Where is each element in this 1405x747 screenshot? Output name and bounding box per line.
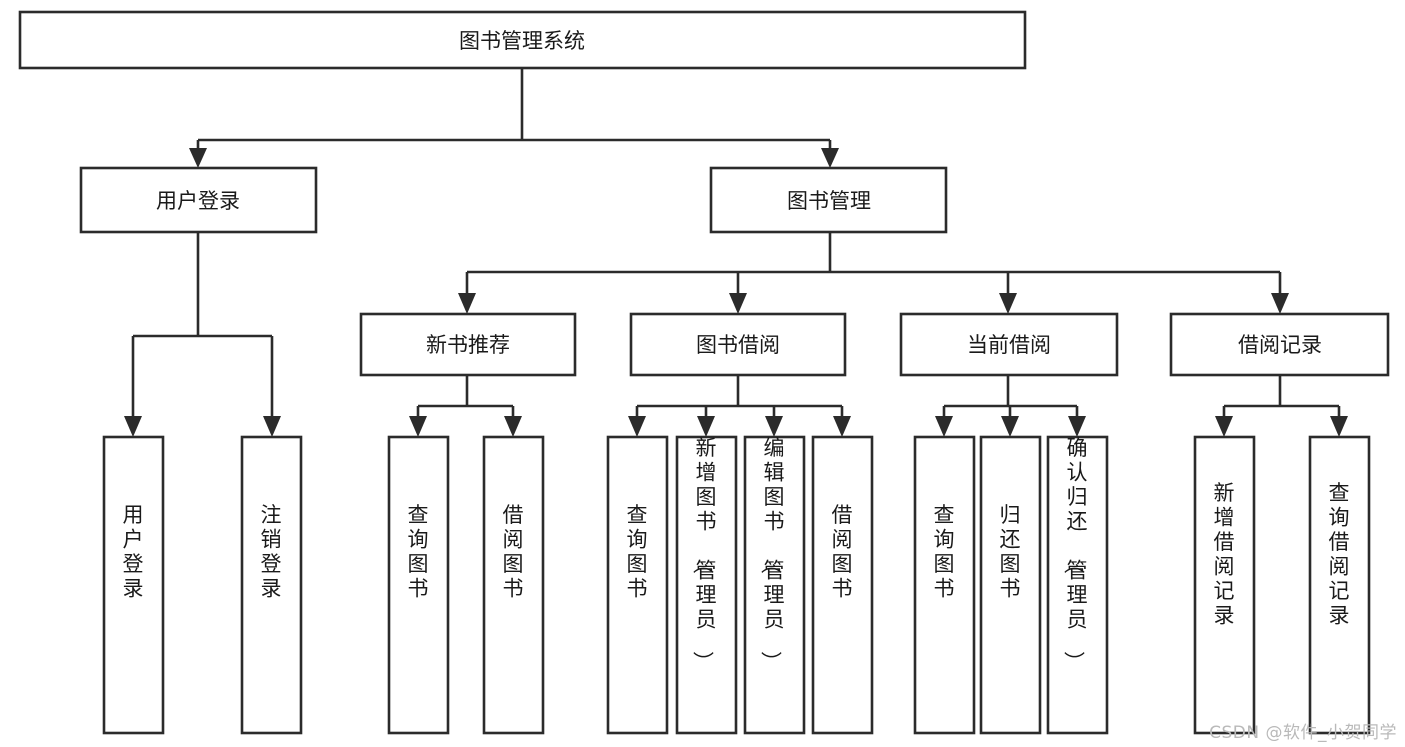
leaf-bb-edit-book-box[interactable] [743, 435, 806, 735]
node-user-login[interactable]: 用户登录 [79, 166, 318, 234]
connector-group-book-mgmt [458, 232, 1289, 314]
connector-group-root [189, 68, 839, 168]
arrow-to-leaf-cb-3 [1068, 416, 1086, 437]
node-book-borrow-label: 图书借阅 [696, 333, 780, 357]
node-book-management-box[interactable] [709, 166, 948, 234]
node-borrow-record[interactable]: 借阅记录 [1169, 312, 1390, 377]
leaf-br-add-record-label: 新增借阅记录 [1214, 481, 1235, 628]
node-root-box[interactable] [18, 10, 1027, 70]
node-new-book-recommend-label: 新书推荐 [426, 333, 510, 357]
leaf-br-query-record[interactable]: 查询借阅记录 [1308, 435, 1371, 735]
node-book-management-label: 图书管理 [787, 189, 871, 213]
leaf-nbr-query-book[interactable]: 查询图书 [387, 435, 450, 735]
leaf-cb-confirm-return-label: 确认归还（管理员） [1062, 436, 1088, 672]
leaf-cb-confirm-return[interactable]: 确认归还（管理员） [1046, 435, 1109, 735]
leaf-cb-return-book-label: 归还图书 [1000, 503, 1021, 601]
leaf-cb-query-book-label: 查询图书 [934, 503, 955, 601]
connector-group-new-book-recommend [409, 375, 522, 437]
arrow-to-leaf-user-login [124, 416, 142, 437]
leaf-nbr-query-book-box[interactable] [387, 435, 450, 735]
leaf-user-login-label: 用户登录 [123, 503, 144, 601]
leaf-bb-add-book-label: 新增图书（管理员） [691, 436, 717, 672]
arrow-to-leaf-bb-3 [765, 416, 783, 437]
arrow-to-leaf-br-2 [1330, 416, 1348, 437]
leaf-user-login-box[interactable] [102, 435, 165, 735]
leaf-bb-borrow-book[interactable]: 借阅图书 [811, 435, 874, 735]
leaf-logout-label: 注销登录 [261, 503, 282, 601]
arrow-to-user-login [189, 148, 207, 168]
leaf-bb-add-book-box[interactable] [675, 435, 738, 735]
arrow-to-leaf-br-1 [1215, 416, 1233, 437]
leaf-br-add-record[interactable]: 新增借阅记录 [1193, 435, 1256, 735]
node-root-label: 图书管理系统 [459, 29, 585, 53]
arrow-to-leaf-logout [263, 416, 281, 437]
leaf-nbr-borrow-book[interactable]: 借阅图书 [482, 435, 545, 735]
leaf-bb-query-book[interactable]: 查询图书 [606, 435, 669, 735]
node-user-login-box[interactable] [79, 166, 318, 234]
connector-group-current-borrow [935, 375, 1086, 437]
leaf-logout[interactable]: 注销登录 [240, 435, 303, 735]
leaf-cb-query-book[interactable]: 查询图书 [913, 435, 976, 735]
leaf-cb-confirm-return-box[interactable] [1046, 435, 1109, 735]
arrow-to-leaf-cb-2 [1001, 416, 1019, 437]
arrow-to-current-borrow [999, 293, 1017, 314]
node-root[interactable]: 图书管理系统 [18, 10, 1027, 70]
leaf-br-add-record-box[interactable] [1193, 435, 1256, 735]
arrow-to-leaf-bb-2 [697, 416, 715, 437]
arrow-to-new-book-recommend [458, 293, 476, 314]
leaf-cb-return-book[interactable]: 归还图书 [979, 435, 1042, 735]
node-borrow-record-label: 借阅记录 [1238, 333, 1322, 357]
node-current-borrow[interactable]: 当前借阅 [899, 312, 1119, 377]
leaf-logout-box[interactable] [240, 435, 303, 735]
arrow-to-leaf-bb-1 [628, 416, 646, 437]
arrow-to-book-borrow [729, 293, 747, 314]
node-book-borrow-box[interactable] [629, 312, 847, 377]
node-new-book-recommend-box[interactable] [359, 312, 577, 377]
arrow-to-leaf-nbr-1 [409, 416, 427, 437]
arrow-to-leaf-nbr-2 [504, 416, 522, 437]
node-user-login-label: 用户登录 [156, 189, 240, 213]
leaf-br-query-record-box[interactable] [1308, 435, 1371, 735]
leaf-bb-edit-book[interactable]: 编辑图书（管理员） [743, 435, 806, 735]
node-book-borrow[interactable]: 图书借阅 [629, 312, 847, 377]
leaf-cb-return-book-box[interactable] [979, 435, 1042, 735]
connector-group-borrow-record [1215, 375, 1348, 437]
connector-group-book-borrow [628, 375, 851, 437]
arrow-to-borrow-record [1271, 293, 1289, 314]
node-current-borrow-box[interactable] [899, 312, 1119, 377]
node-book-management[interactable]: 图书管理 [709, 166, 948, 234]
connector-group-user-login [124, 232, 281, 437]
arrow-to-leaf-bb-4 [833, 416, 851, 437]
node-current-borrow-label: 当前借阅 [967, 333, 1051, 357]
leaf-bb-add-book[interactable]: 新增图书（管理员） [675, 435, 738, 735]
leaf-br-query-record-label: 查询借阅记录 [1329, 481, 1350, 628]
leaf-bb-borrow-book-box[interactable] [811, 435, 874, 735]
leaf-bb-borrow-book-label: 借阅图书 [832, 503, 853, 601]
arrow-to-book-mgmt [821, 148, 839, 168]
leaf-bb-query-book-label: 查询图书 [627, 503, 648, 601]
node-borrow-record-box[interactable] [1169, 312, 1390, 377]
leaf-bb-edit-book-label: 编辑图书（管理员） [759, 436, 785, 672]
leaf-bb-query-book-box[interactable] [606, 435, 669, 735]
leaf-cb-query-book-box[interactable] [913, 435, 976, 735]
node-new-book-recommend[interactable]: 新书推荐 [359, 312, 577, 377]
leaf-nbr-query-book-label: 查询图书 [408, 503, 429, 601]
leaf-user-login[interactable]: 用户登录 [102, 435, 165, 735]
arrow-to-leaf-cb-1 [935, 416, 953, 437]
leaf-nbr-borrow-book-label: 借阅图书 [503, 503, 524, 601]
leaf-nbr-borrow-book-box[interactable] [482, 435, 545, 735]
